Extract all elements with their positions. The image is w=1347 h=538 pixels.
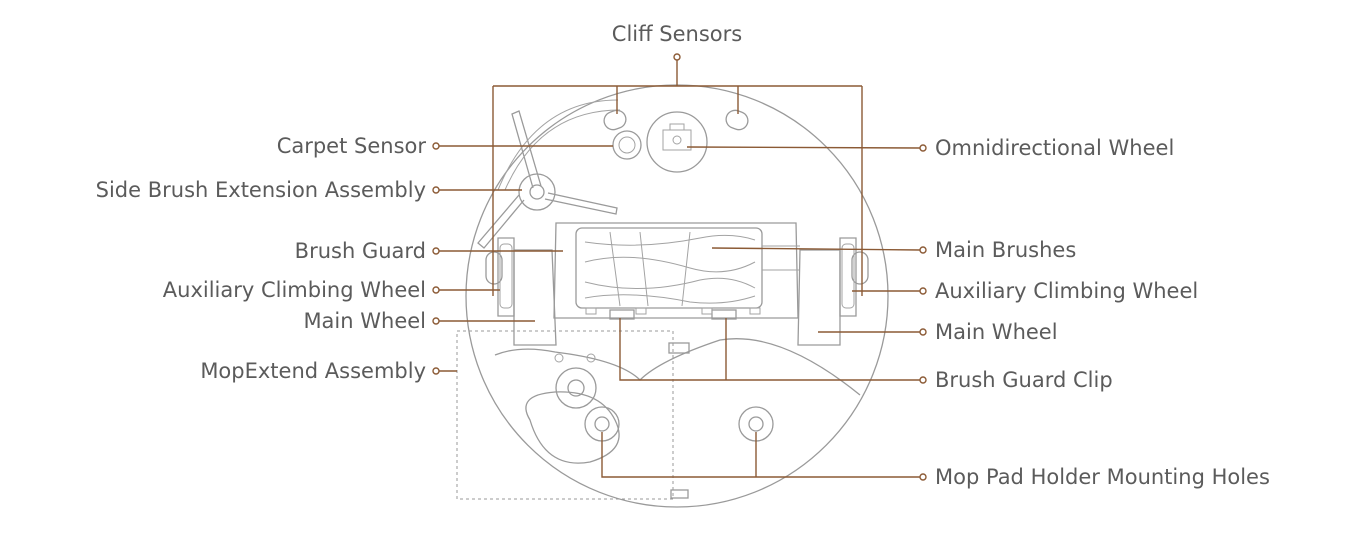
label-mop-pad-holder-mounting-holes: Mop Pad Holder Mounting Holes — [935, 465, 1270, 489]
labels: Cliff Sensors Carpet Sensor Side Brush E… — [96, 22, 1270, 489]
main-wheel-right-shape — [797, 249, 841, 346]
carpet-sensor-inner — [618, 136, 636, 154]
center-port — [668, 342, 690, 354]
label-main-brushes: Main Brushes — [935, 238, 1076, 262]
label-side-brush-extension-assembly: Side Brush Extension Assembly — [96, 178, 426, 202]
leader-brush-guard-clip — [619, 318, 920, 381]
mopextend-hub-inner — [567, 379, 585, 397]
mop-panel-outline — [494, 338, 861, 396]
leader-dot-aux-wheel-left — [432, 286, 440, 294]
omni-wheel-shape — [662, 123, 692, 151]
leader-lines — [432, 53, 927, 481]
main-brush-bristles — [584, 234, 756, 246]
leader-dot-carpet-sensor — [432, 142, 440, 150]
leader-dot-mopextend — [432, 367, 440, 375]
label-main-wheel-left: Main Wheel — [303, 309, 426, 333]
side-brush-arm — [511, 110, 542, 189]
brush-guard-rail — [762, 245, 800, 271]
robot-body — [456, 84, 889, 508]
main-brush-bristles — [584, 277, 756, 290]
cliff-sensor-right — [851, 251, 869, 285]
label-omnidirectional-wheel: Omnidirectional Wheel — [935, 136, 1174, 160]
leader-dot-omni-wheel — [919, 144, 927, 152]
leader-dot-mop-holes — [919, 473, 927, 481]
leader-main-brushes — [711, 247, 921, 251]
brush-guard-inner — [575, 227, 763, 309]
main-wheel-left-shape — [513, 249, 557, 346]
main-wheel-left-group — [497, 237, 557, 346]
label-auxiliary-climbing-wheel-left: Auxiliary Climbing Wheel — [163, 278, 426, 302]
leader-dot-brush-guard — [432, 247, 440, 255]
mop-hole-right-inner — [748, 416, 764, 432]
main-wheel-right-group — [797, 237, 857, 346]
label-main-wheel-right: Main Wheel — [935, 320, 1058, 344]
leader-mop-holes — [601, 432, 920, 478]
side-brush-hub-inner — [529, 184, 545, 200]
mopextend-dot — [554, 353, 564, 363]
brush-compartment — [553, 222, 800, 320]
mopextend-dashed-region — [456, 330, 674, 500]
aux-wheel-right-shape — [841, 243, 855, 309]
leader-dot-side-brush — [432, 186, 440, 194]
leader-dot-cliff-sensors — [673, 53, 681, 61]
side-brush-arm — [477, 194, 525, 249]
mopextend-dot — [586, 353, 596, 363]
leader-dot-main-wheel-right — [919, 328, 927, 336]
mop-panel-lobe — [525, 391, 620, 464]
leader-dot-brush-guard-clip — [919, 376, 927, 384]
brush-guard-clip-tab — [585, 307, 597, 315]
leader-dot-main-wheel-left — [432, 317, 440, 325]
side-brush-hub — [518, 173, 556, 211]
leader-cliff-sensors — [492, 58, 863, 296]
label-carpet-sensor: Carpet Sensor — [277, 134, 427, 158]
label-brush-guard-clip: Brush Guard Clip — [935, 368, 1113, 392]
leader-omni-wheel — [686, 146, 921, 149]
label-auxiliary-climbing-wheel-right: Auxiliary Climbing Wheel — [935, 279, 1198, 303]
main-brush-bristles — [584, 256, 756, 273]
label-cliff-sensors: Cliff Sensors — [612, 22, 742, 46]
side-brush-arm — [544, 192, 618, 215]
cliff-sensor-front-left — [603, 109, 627, 131]
mop-hole-left-inner — [594, 416, 610, 432]
side-brush-guard-arc — [504, 109, 621, 191]
label-mopextend-assembly: MopExtend Assembly — [200, 359, 426, 383]
leader-dot-aux-wheel-right — [919, 287, 927, 295]
bottom-port — [670, 489, 689, 499]
brush-guard-clip-tab — [635, 307, 647, 315]
mop-panel — [494, 338, 861, 499]
mopextend-hub — [555, 367, 597, 409]
main-brush-bristles — [609, 231, 691, 307]
side-brush — [477, 99, 621, 249]
brush-guard-clip-tab — [701, 307, 713, 315]
omni-wheel-axle — [672, 135, 682, 145]
leader-dot-main-brushes — [919, 246, 927, 254]
cliff-sensor-left — [485, 251, 503, 285]
brush-guard-clip-left — [609, 309, 635, 320]
aux-wheel-left-shape — [499, 243, 513, 309]
label-brush-guard: Brush Guard — [295, 239, 426, 263]
cliff-sensor-front-right — [725, 109, 749, 131]
carpet-sensor-shape — [612, 130, 642, 160]
brush-guard-clip-tab — [749, 307, 761, 315]
main-brush-bristles — [584, 294, 756, 304]
omni-wheel-housing — [646, 111, 708, 173]
side-brush-guard-arc — [497, 99, 619, 191]
